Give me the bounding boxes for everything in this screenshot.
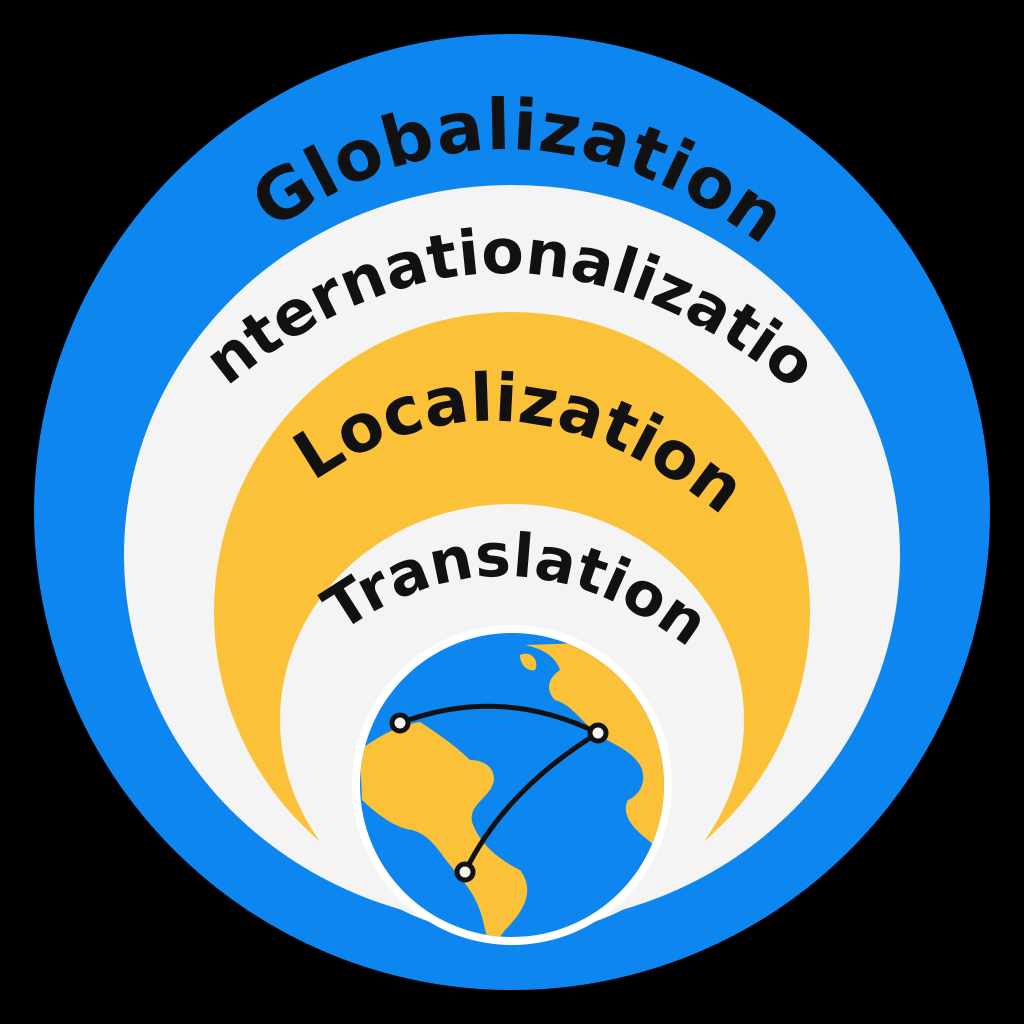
globe-land-island: [520, 653, 537, 671]
route-node-bottom: [454, 861, 476, 883]
route-node-left: [389, 712, 411, 734]
route-arc-top: [399, 703, 600, 736]
globe-land-north: [360, 722, 528, 937]
route-node-right: [587, 722, 609, 744]
route-arc-bottom: [462, 730, 600, 874]
globe-with-route-icon: [352, 625, 672, 945]
